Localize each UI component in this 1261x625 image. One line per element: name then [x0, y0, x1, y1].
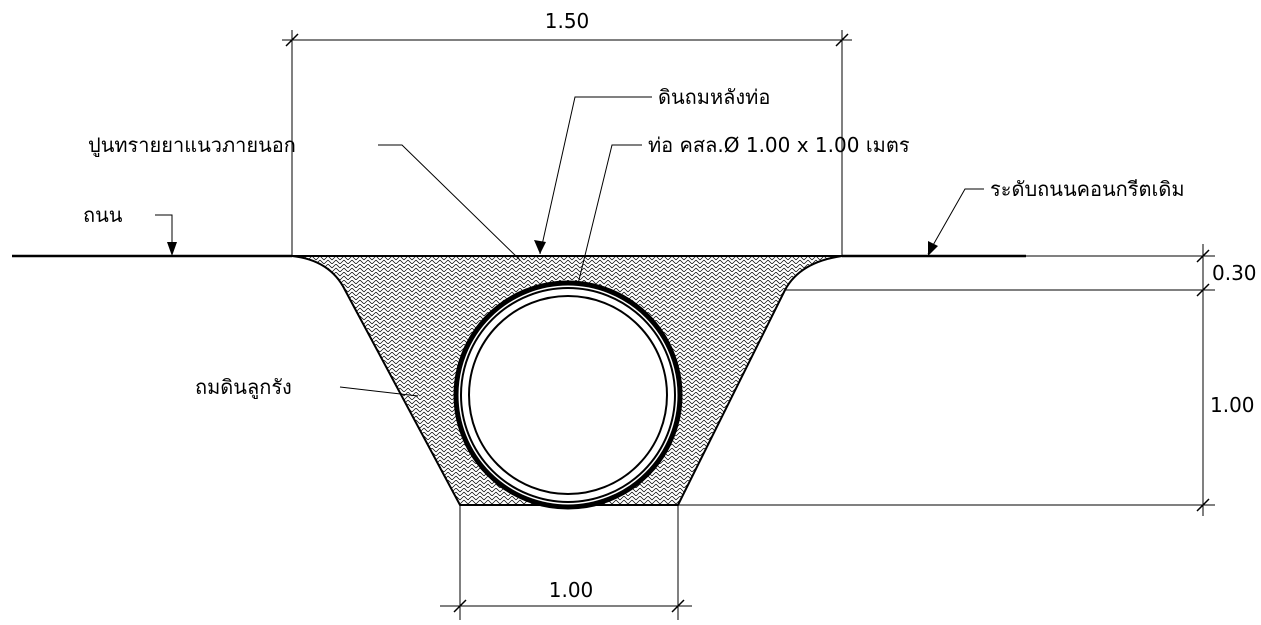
- dim-bottom-width: 1.00: [549, 578, 594, 602]
- dim-pipe-depth: 1.00: [1210, 393, 1255, 417]
- dim-bottom-tick-left: [453, 599, 467, 613]
- leader-gravel-fill: [339, 386, 419, 397]
- leader-pipe-spec: [577, 144, 642, 285]
- arrow-road: [167, 242, 177, 256]
- arrow-backfill-over-pipe: [534, 240, 546, 254]
- dim-top-tick-right: [835, 33, 849, 47]
- dim-right-tick-mid: [1196, 283, 1210, 297]
- arrow-existing-road-level: [928, 241, 938, 256]
- label-backfill-over-pipe: ดินถมหลังท่อ: [658, 85, 770, 109]
- pipe-inner-wall: [468, 295, 668, 495]
- dim-right-tick-top: [1196, 249, 1210, 263]
- leader-existing-road-level: [927, 188, 984, 255]
- leader-backfill-over-pipe: [539, 96, 652, 255]
- label-gravel-fill: ถมดินลูกรัง: [195, 375, 292, 400]
- label-road: ถนน: [83, 203, 123, 227]
- label-outer-joint-mortar: ปูนทรายยาแนวภายนอก: [88, 133, 296, 158]
- dim-right-tick-bottom: [1196, 498, 1210, 512]
- label-pipe-spec: ท่อ คสล.Ø 1.00 x 1.00 เมตร: [648, 133, 910, 157]
- label-existing-road-level: ระดับถนนคอนกรีตเดิม: [990, 177, 1185, 201]
- leader-road: [155, 214, 173, 254]
- dim-top-width: 1.50: [545, 9, 590, 33]
- dim-top-tick-left: [285, 33, 299, 47]
- dim-bottom-tick-right: [671, 599, 685, 613]
- leader-outer-joint-mortar: [378, 144, 521, 261]
- dim-cover-depth: 0.30: [1212, 261, 1257, 285]
